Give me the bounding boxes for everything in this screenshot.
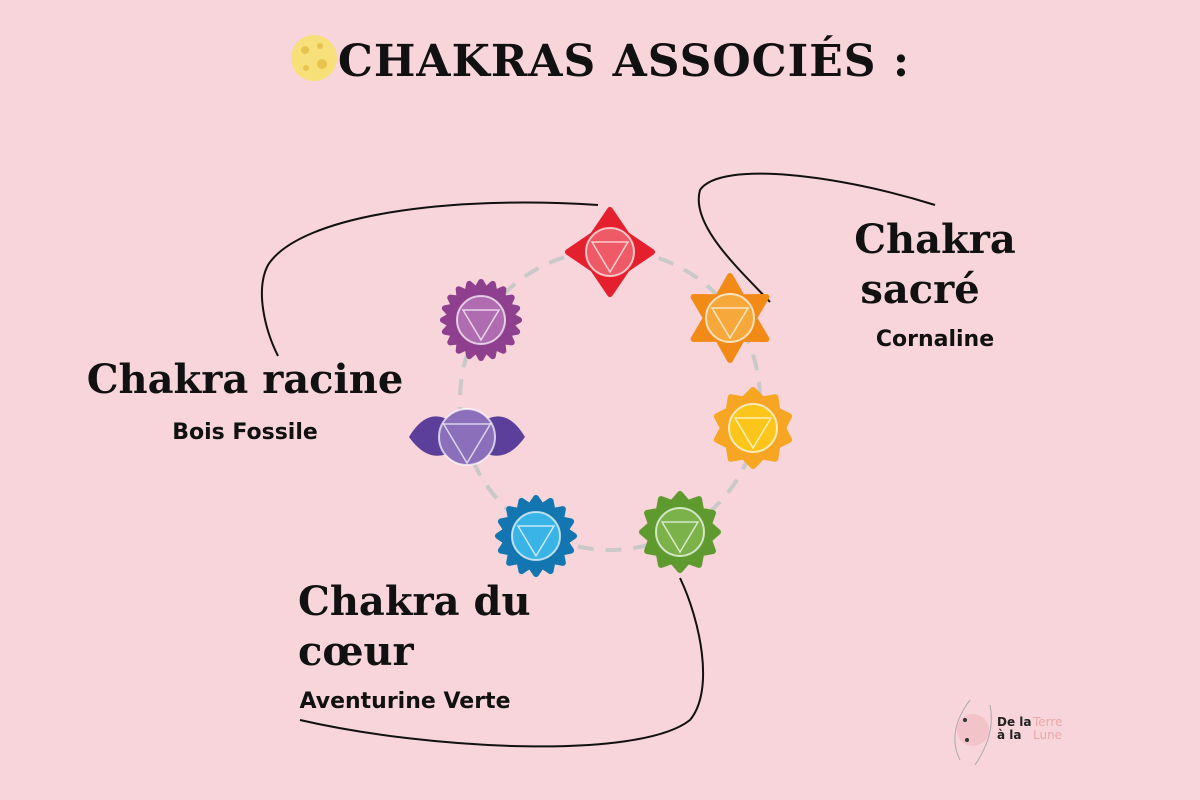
- title-text: CHAKRAS ASSOCIÉS :: [337, 36, 911, 87]
- connector-root: [260, 201, 599, 357]
- connector-heart: [299, 577, 705, 748]
- moon-icon: [290, 35, 337, 81]
- hand-illustration-icon: [954, 699, 992, 766]
- logo-text: Terre: [1033, 715, 1063, 729]
- label-heart-heading: Chakra du cœur: [260, 577, 550, 677]
- heading-line: Chakra du: [298, 578, 531, 625]
- chakra-third-eye-icon: [409, 408, 525, 466]
- label-root-stone: Bois Fossile: [172, 420, 318, 445]
- label-sacral-heading: Chakra sacré: [830, 215, 1040, 315]
- heading-line: Chakra: [854, 216, 1016, 263]
- heading-line: sacré: [860, 266, 980, 313]
- logo-text: à la: [997, 728, 1022, 742]
- chakra-heart-icon: [639, 491, 721, 573]
- chakra-root-icon: [565, 207, 655, 297]
- label-sacral-stone: Cornaline: [875, 327, 995, 352]
- logo-text: De la: [997, 715, 1032, 729]
- chakra-solar-plexus-icon: [713, 387, 793, 469]
- chakra-throat-icon: [495, 495, 577, 577]
- chakra-sacral-icon: [690, 273, 770, 363]
- chakra-crown-icon: [440, 279, 522, 361]
- heading-line: cœur: [298, 628, 414, 675]
- label-heart-stone: Aventurine Verte: [299, 689, 511, 714]
- page-title: CHAKRAS ASSOCIÉS :: [0, 34, 1200, 87]
- label-root-heading: Chakra racine: [86, 356, 404, 403]
- connector-sacral: [697, 172, 936, 303]
- logo-text: Lune: [1033, 728, 1063, 742]
